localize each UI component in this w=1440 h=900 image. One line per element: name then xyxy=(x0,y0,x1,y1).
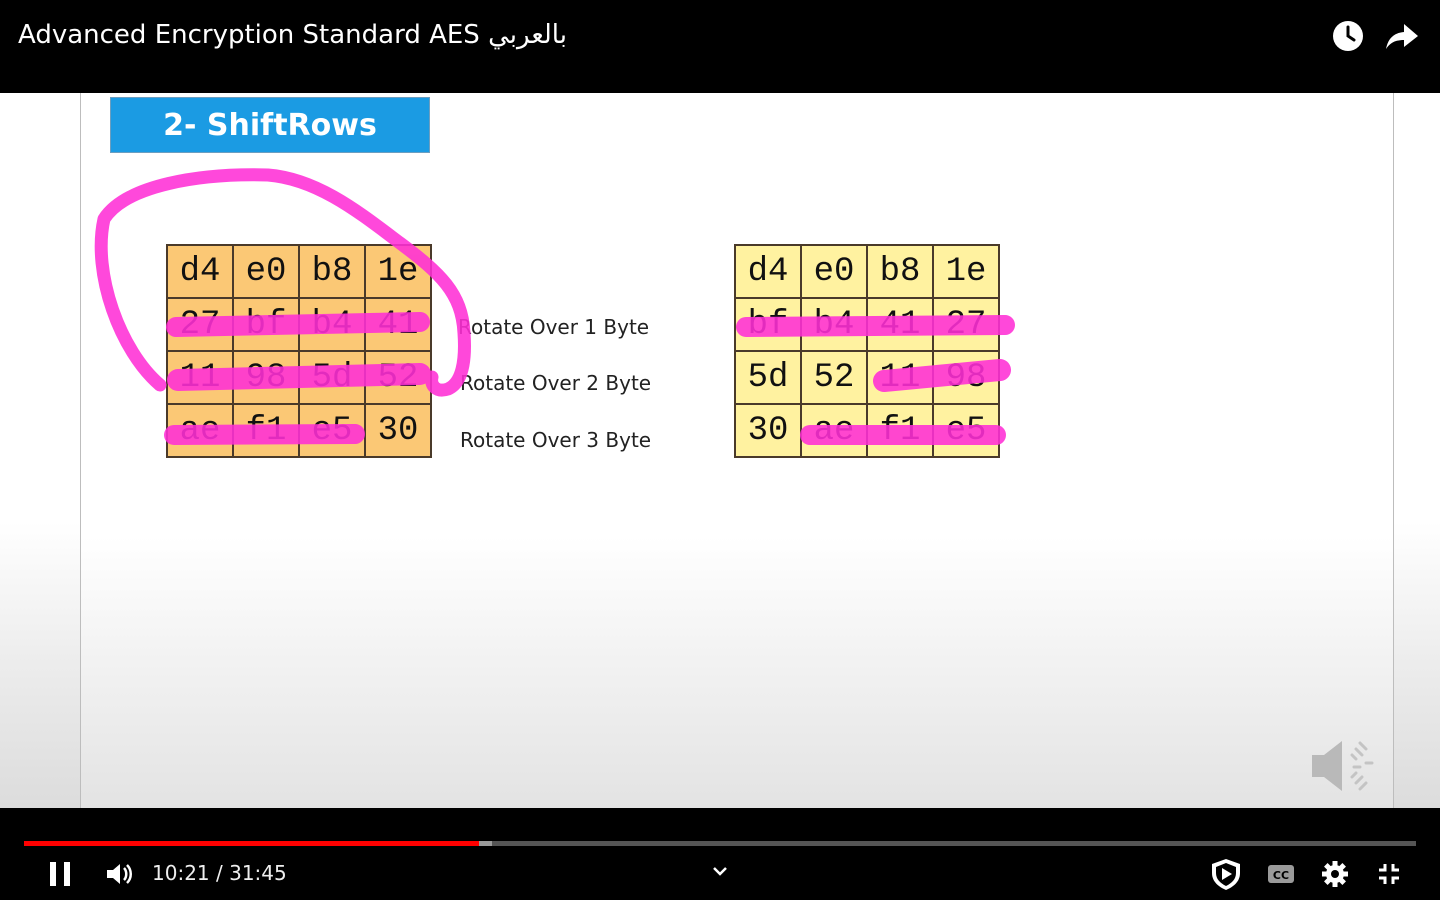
video-title-bar: Advanced Encryption Standard AES بالعربي xyxy=(0,0,1440,93)
time-display: 10:21 / 31:45 xyxy=(152,861,287,885)
left-matrix-cell: 52 xyxy=(364,350,432,405)
played-bar xyxy=(24,841,480,846)
player-controls: 10:21 / 31:45 CC xyxy=(0,808,1440,900)
right-matrix-cell: 41 xyxy=(866,297,934,352)
left-matrix-cell: 5d xyxy=(298,350,366,405)
right-matrix-cell: bf xyxy=(734,297,802,352)
volume-icon xyxy=(107,864,132,884)
right-matrix-cell: 5d xyxy=(734,350,802,405)
right-matrix-cell: 11 xyxy=(866,350,934,405)
left-matrix-cell: e0 xyxy=(232,244,300,299)
left-matrix-cell: d4 xyxy=(166,244,234,299)
right-matrix-cell: ae xyxy=(800,403,868,458)
right-matrix-cell: f1 xyxy=(866,403,934,458)
right-matrix-cell: 98 xyxy=(932,350,1000,405)
right-matrix-cell: 30 xyxy=(734,403,802,458)
shield-play-icon xyxy=(1212,859,1240,890)
chevron-down-icon xyxy=(713,867,727,876)
left-matrix-cell: 11 xyxy=(166,350,234,405)
volume-button[interactable] xyxy=(100,856,136,892)
gear-icon xyxy=(1322,861,1348,887)
rotate-label-row3: Rotate Over 2 Byte xyxy=(460,371,652,395)
right-matrix-cell: 52 xyxy=(800,350,868,405)
left-matrix-cell: 41 xyxy=(364,297,432,352)
share-arrow-icon[interactable] xyxy=(1384,18,1420,54)
right-matrix-cell: 27 xyxy=(932,297,1000,352)
left-matrix-cell: ae xyxy=(166,403,234,458)
pause-button[interactable] xyxy=(42,856,78,892)
pause-icon xyxy=(50,862,70,886)
right-matrix-cell: b4 xyxy=(800,297,868,352)
right-matrix-cell: 1e xyxy=(932,244,1000,299)
left-matrix-cell: b8 xyxy=(298,244,366,299)
right-matrix-cell: d4 xyxy=(734,244,802,299)
video-title[interactable]: Advanced Encryption Standard AES بالعربي xyxy=(18,20,567,50)
settings-button[interactable] xyxy=(1317,856,1353,892)
exit-fullscreen-button[interactable] xyxy=(1371,856,1407,892)
rotate-label-row4: Rotate Over 3 Byte xyxy=(460,428,652,452)
duration: 31:45 xyxy=(229,861,287,885)
svg-text:CC: CC xyxy=(1273,869,1289,882)
left-matrix-cell: 27 xyxy=(166,297,234,352)
expand-chevron-button[interactable] xyxy=(702,854,738,890)
left-matrix-cell: 1e xyxy=(364,244,432,299)
right-matrix-cell: e0 xyxy=(800,244,868,299)
left-matrix-cell: e5 xyxy=(298,403,366,458)
progress-bar[interactable] xyxy=(24,841,1416,846)
right-matrix-cell: b8 xyxy=(866,244,934,299)
current-time: 10:21 xyxy=(152,861,210,885)
shield-play-button[interactable] xyxy=(1208,856,1244,892)
watch-later-clock-icon[interactable] xyxy=(1330,18,1366,54)
closed-captions-icon: CC xyxy=(1268,865,1294,883)
left-matrix-cell: 98 xyxy=(232,350,300,405)
rotate-label-row2: Rotate Over 1 Byte xyxy=(458,315,650,339)
time-separator: / xyxy=(216,861,223,885)
left-matrix-cell: f1 xyxy=(232,403,300,458)
subtitles-button[interactable]: CC xyxy=(1263,856,1299,892)
slide-speaker-icon xyxy=(1308,733,1380,804)
right-matrix-cell: e5 xyxy=(932,403,1000,458)
left-matrix-cell: b4 xyxy=(298,297,366,352)
left-matrix-cell: 30 xyxy=(364,403,432,458)
exit-fullscreen-icon xyxy=(1379,864,1399,884)
left-matrix-cell: bf xyxy=(232,297,300,352)
slide-banner: 2- ShiftRows xyxy=(110,97,430,153)
